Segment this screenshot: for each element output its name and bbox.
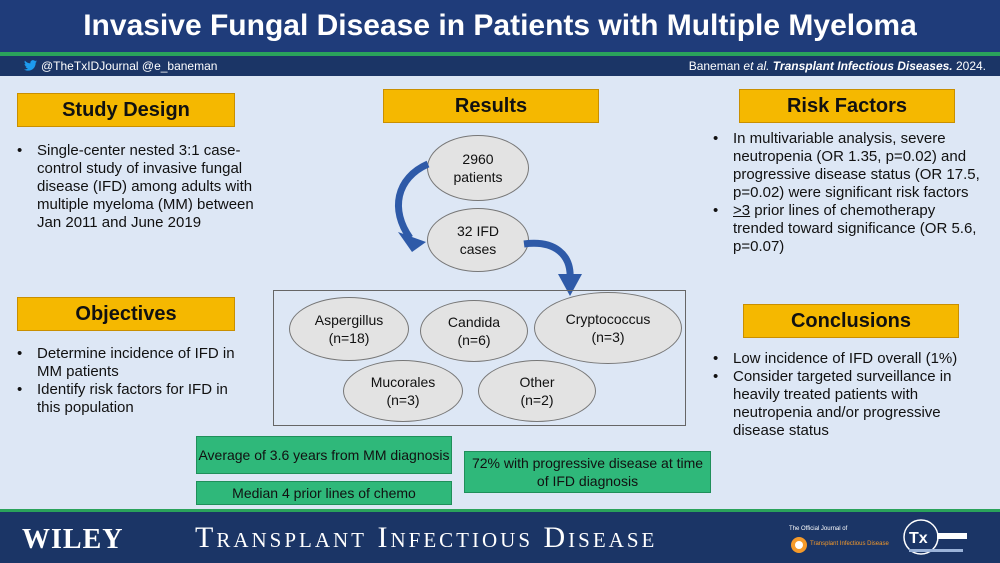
objective-bullet: Determine incidence of IFD in MM patient… xyxy=(17,345,252,381)
risk-factor-bullet: In multivariable analysis, severe neutro… xyxy=(713,130,988,202)
conclusion-bullet: Consider targeted surveillance in heavil… xyxy=(713,368,988,440)
stat-prior-lines: Median 4 prior lines of chemo xyxy=(196,481,452,505)
category-mucorales: Mucorales(n=3) xyxy=(343,360,463,422)
risk-factors-text: In multivariable analysis, severe neutro… xyxy=(713,130,988,256)
conclusion-bullet: Low incidence of IFD overall (1%) xyxy=(713,350,988,368)
flow-arrow-right-icon xyxy=(523,239,582,296)
subheader-bar: @TheTxIDJournal @e_baneman Baneman et al… xyxy=(0,56,1000,76)
journal-seal-icon xyxy=(791,537,807,553)
category-aspergillus: Aspergillus(n=18) xyxy=(289,297,409,361)
citation: Baneman et al. Transplant Infectious Dis… xyxy=(688,59,986,73)
ifd-cases-oval: 32 IFD cases xyxy=(427,208,529,272)
header-divider xyxy=(0,52,1000,56)
objectives-label: Objectives xyxy=(17,297,235,331)
twitter-icon xyxy=(24,60,37,71)
study-design-text: Single-center nested 3:1 case-control st… xyxy=(17,142,262,232)
risk-factor-bullet: >3 prior lines of chemotherapy trended t… xyxy=(713,202,988,256)
risk-factors-label: Risk Factors xyxy=(739,89,955,123)
study-design-bullet: Single-center nested 3:1 case-control st… xyxy=(17,142,262,232)
conclusions-label: Conclusions xyxy=(743,304,959,338)
category-other: Other(n=2) xyxy=(478,360,596,422)
journal-small-label: Transplant Infectious Disease xyxy=(810,541,889,547)
objectives-text: Determine incidence of IFD in MM patient… xyxy=(17,345,252,417)
twitter-handles: @TheTxIDJournal @e_baneman xyxy=(24,59,217,73)
category-cryptococcus: Cryptococcus(n=3) xyxy=(534,292,682,364)
footer-divider xyxy=(0,509,1000,512)
official-journal-label: The Official Journal of xyxy=(789,526,848,532)
objective-bullet: Identify risk factors for IFD in this po… xyxy=(17,381,252,417)
footer-bar xyxy=(0,509,1000,563)
results-label: Results xyxy=(383,89,599,123)
journal-name: Transplant Infectious Disease xyxy=(195,521,658,554)
svg-text:Tx: Tx xyxy=(909,530,928,547)
txid-network-logo-icon: Tx xyxy=(903,519,967,555)
stat-years-from-diagnosis: Average of 3.6 years from MM diagnosis xyxy=(196,436,452,474)
page-title: Invasive Fungal Disease in Patients with… xyxy=(0,0,1000,52)
category-candida: Candida(n=6) xyxy=(420,300,528,362)
study-design-label: Study Design xyxy=(17,93,235,127)
stat-progressive-disease: 72% with progressive disease at time of … xyxy=(464,451,711,493)
wiley-logo: WILEY xyxy=(22,524,124,555)
flow-arrow-left-icon xyxy=(394,160,430,252)
patients-oval: 2960 patients xyxy=(427,135,529,201)
conclusions-text: Low incidence of IFD overall (1%) Consid… xyxy=(713,350,988,440)
ifd-categories-frame xyxy=(273,290,686,426)
